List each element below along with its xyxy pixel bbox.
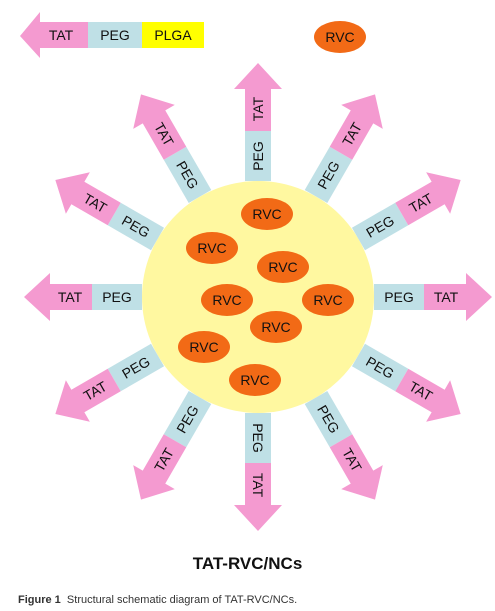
- tat-arrow: [24, 273, 92, 321]
- tat-arrow: [329, 434, 383, 500]
- peg-segment: [304, 390, 353, 448]
- rvc-particle: RVC: [186, 232, 238, 264]
- legend-plga-label: PLGA: [154, 27, 192, 43]
- peg-label: PEG: [384, 289, 414, 305]
- peg-label: PEG: [102, 289, 132, 305]
- tat-peg-arm-labels: PEG TAT: [250, 96, 266, 170]
- tat-arrow: [133, 94, 187, 160]
- tat-arrow: [424, 273, 492, 321]
- peg-segment: [92, 284, 142, 310]
- tat-peg-arm: [55, 343, 165, 422]
- rvc-particle: RVC: [302, 284, 354, 316]
- tat-arrow: [234, 63, 282, 131]
- figure-caption-text: Structural schematic diagram of TAT-RVC/…: [66, 594, 298, 606]
- peg-segment: [245, 131, 271, 181]
- peg-segment: [107, 202, 165, 251]
- peg-segment: [163, 146, 212, 204]
- rvc-particle: RVC: [178, 331, 230, 363]
- legend-conjugate: TAT PEG PLGA: [20, 12, 204, 58]
- peg-segment: [304, 146, 353, 204]
- legend-rvc-particle: [314, 21, 366, 53]
- tat-peg-arm-labels: PEG TAT: [250, 423, 266, 497]
- tat-peg-arm: [351, 172, 461, 251]
- tat-peg-arm: [24, 273, 142, 321]
- tat-arrow: [329, 94, 383, 160]
- legend-tat-arrow: [20, 12, 88, 58]
- tat-peg-arm: [304, 94, 383, 204]
- rvc-label: RVC: [313, 292, 342, 308]
- rvc-particle: RVC: [229, 364, 281, 396]
- tat-peg-arm-labels: PEG TAT: [58, 289, 132, 305]
- tat-arrow: [55, 368, 121, 422]
- tat-peg-arm-labels: PEG TAT: [384, 289, 458, 305]
- figure-caption: Figure 1 Structural schematic diagram of…: [18, 594, 297, 606]
- rvc-particle: RVC: [250, 311, 302, 343]
- tat-peg-arm: [351, 343, 461, 422]
- rvc-label: RVC: [212, 292, 241, 308]
- peg-segment: [351, 343, 409, 392]
- peg-segment: [351, 202, 409, 251]
- legend-rvc-label: RVC: [325, 29, 354, 45]
- peg-segment: [163, 390, 212, 448]
- core-particles: RVC RVC RVC RVC RVC RVC RVC RVC: [178, 198, 354, 396]
- rvc-label: RVC: [261, 319, 290, 335]
- rvc-label: RVC: [252, 206, 281, 222]
- tat-peg-arm: [234, 63, 282, 181]
- tat-peg-arm: [304, 390, 383, 500]
- peg-segment: [107, 343, 165, 392]
- rvc-particle: RVC: [201, 284, 253, 316]
- legend-peg-label: PEG: [100, 27, 130, 43]
- tat-label: TAT: [434, 289, 459, 305]
- peg-segment: [245, 413, 271, 463]
- tat-peg-arm: [374, 273, 492, 321]
- tat-arrow: [234, 463, 282, 531]
- tat-peg-arm: [133, 94, 212, 204]
- rvc-particle: RVC: [257, 251, 309, 283]
- tat-arrow: [395, 368, 461, 422]
- tat-label: TAT: [250, 473, 266, 498]
- legend-peg-box: [88, 22, 142, 48]
- rvc-label: RVC: [197, 240, 226, 256]
- rvc-label: RVC: [189, 339, 218, 355]
- figure-number: Figure 1: [18, 594, 61, 606]
- tat-peg-arm: [55, 172, 165, 251]
- legend-plga-box: [142, 22, 204, 48]
- tat-arrow: [55, 172, 121, 226]
- tat-peg-arm: [133, 390, 212, 500]
- peg-label: PEG: [250, 423, 266, 453]
- diagram-title: TAT-RVC/NCs: [192, 554, 303, 573]
- rvc-label: RVC: [268, 259, 297, 275]
- tat-arrow: [395, 172, 461, 226]
- rvc-label: RVC: [240, 372, 269, 388]
- legend-tat-label: TAT: [49, 27, 74, 43]
- legend-rvc: RVC: [314, 21, 366, 53]
- tat-peg-arm: [234, 413, 282, 531]
- peg-label: PEG: [250, 141, 266, 171]
- tat-arrow: [133, 434, 187, 500]
- peg-segment: [374, 284, 424, 310]
- tat-label: TAT: [58, 289, 83, 305]
- rvc-particle: RVC: [241, 198, 293, 230]
- tat-label: TAT: [250, 96, 266, 121]
